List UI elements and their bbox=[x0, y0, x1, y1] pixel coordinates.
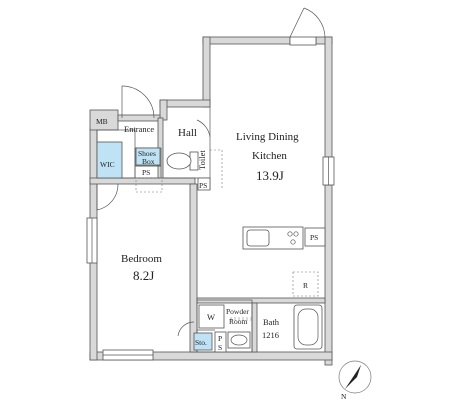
ldk-label-1: Living Dining bbox=[236, 131, 299, 143]
washer bbox=[198, 304, 225, 329]
hall-label: Hall bbox=[178, 127, 197, 139]
toilet-bowl bbox=[166, 152, 192, 170]
ps-label-hall: PS bbox=[199, 181, 207, 190]
stove-burner-icon bbox=[293, 231, 299, 237]
bath-label: Bath bbox=[263, 317, 280, 327]
windows bbox=[86, 36, 335, 361]
bath-tub bbox=[293, 304, 323, 350]
refrigerator-space bbox=[292, 271, 319, 297]
ps-label-kitchen: PS bbox=[310, 233, 318, 242]
entrance-label: Entrance bbox=[124, 124, 154, 134]
powder-label-1: Powder bbox=[226, 307, 249, 316]
shoes-label-2: Box bbox=[142, 157, 155, 166]
powder-label-2: Room bbox=[229, 317, 248, 326]
toilet-label: Toilet bbox=[197, 150, 207, 170]
fixtures bbox=[96, 141, 326, 353]
ps-label-vertical-1: P bbox=[218, 334, 222, 343]
ldk-size: 13.9J bbox=[256, 168, 284, 183]
shoes-label-1: Shoes bbox=[138, 149, 156, 158]
wic-label: WIC bbox=[100, 160, 115, 169]
ldk-label-2: Kitchen bbox=[252, 150, 287, 162]
storage-label: Sto. bbox=[195, 338, 207, 347]
compass-label: N bbox=[341, 392, 347, 400]
wic-area bbox=[96, 141, 123, 179]
ps-label-vertical-2: S bbox=[218, 343, 222, 352]
kitchen-sink bbox=[246, 229, 270, 247]
storage bbox=[193, 332, 213, 351]
bedroom-label: Bedroom bbox=[121, 253, 162, 265]
bath-size: 1216 bbox=[262, 330, 279, 340]
north-compass-icon: N bbox=[338, 360, 372, 400]
room-labels: Living Dining Kitchen 13.9J Bedroom 8.2J… bbox=[121, 124, 299, 340]
refrigerator-label: R bbox=[303, 281, 308, 290]
fixture-labels: MB WIC Shoes Box PS PS PS P S R W Sto. bbox=[96, 117, 318, 352]
washer-label: W bbox=[207, 312, 215, 322]
doors bbox=[96, 7, 326, 337]
mb-label: MB bbox=[96, 117, 108, 126]
ps-label-entrance: PS bbox=[142, 168, 150, 177]
bedroom-size: 8.2J bbox=[133, 268, 154, 283]
stove-burner-icon bbox=[287, 231, 293, 237]
stove-burner-icon bbox=[290, 239, 296, 245]
shoes-box bbox=[135, 147, 161, 166]
